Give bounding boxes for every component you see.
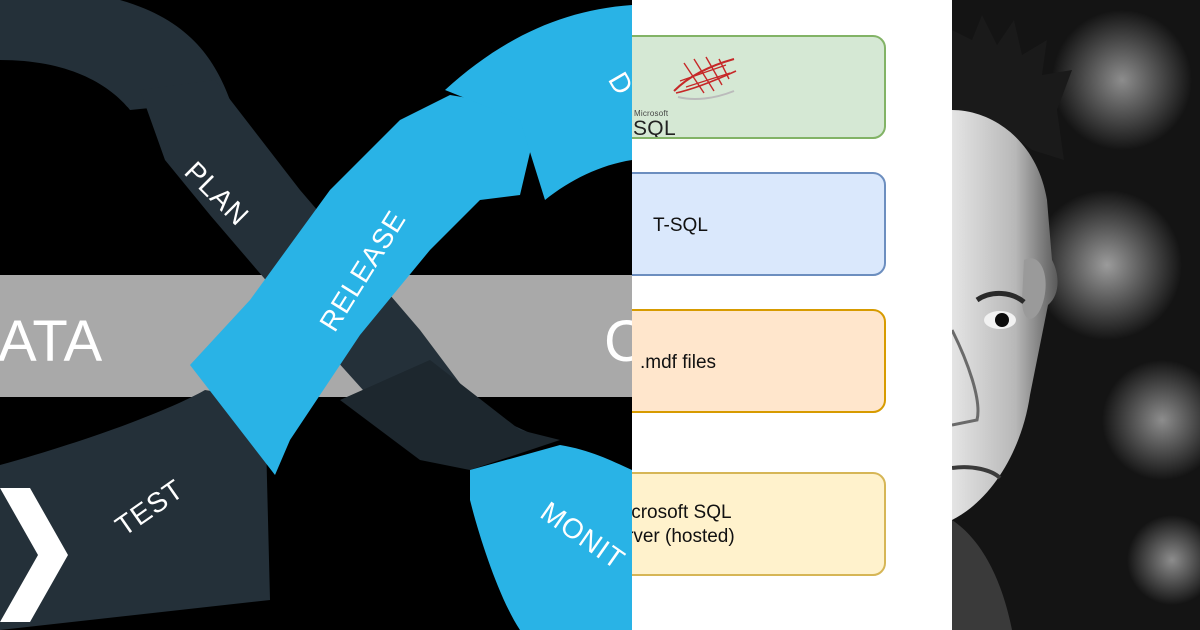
- blue-monitor-arc: [470, 445, 632, 630]
- sql-server-logo-icon: [673, 56, 737, 100]
- chevron-right-icon: [0, 488, 68, 622]
- sql-stack-diagram: Microsoft SQL Server T-SQL .mdf files ic…: [632, 0, 952, 630]
- dark-arc-top: [0, 0, 230, 110]
- box-mdf-files: .mdf files: [632, 309, 886, 413]
- portrait-photo: [952, 0, 1200, 630]
- dark-test-segment: [0, 390, 270, 630]
- devops-loop-image: ATA C PLAN RELEASE TEST MONIT D: [0, 0, 632, 630]
- person-portrait-icon: [952, 0, 1200, 630]
- band-right-text: C: [604, 309, 632, 374]
- box-hosted-label: icrosoft SQL rver (hosted): [632, 502, 735, 547]
- blue-release-ribbon: [190, 95, 540, 475]
- band-left-text: ATA: [0, 309, 103, 374]
- box-sql-server: Microsoft SQL Server: [632, 35, 886, 139]
- box-mdf-label: .mdf files: [640, 352, 717, 373]
- dark-lower-segment: [340, 360, 560, 470]
- box-tsql: T-SQL: [632, 172, 886, 276]
- logo-main-text: SQL Server: [633, 117, 676, 139]
- logo-small-text: Microsoft: [634, 109, 669, 118]
- blue-deploy-arc: [445, 5, 632, 200]
- sql-server-logo: Microsoft SQL Server: [632, 47, 744, 137]
- box-sql-hosted: icrosoft SQL rver (hosted): [632, 472, 886, 576]
- devops-infinity-graphic: [0, 0, 632, 630]
- box-tsql-label: T-SQL: [653, 215, 708, 236]
